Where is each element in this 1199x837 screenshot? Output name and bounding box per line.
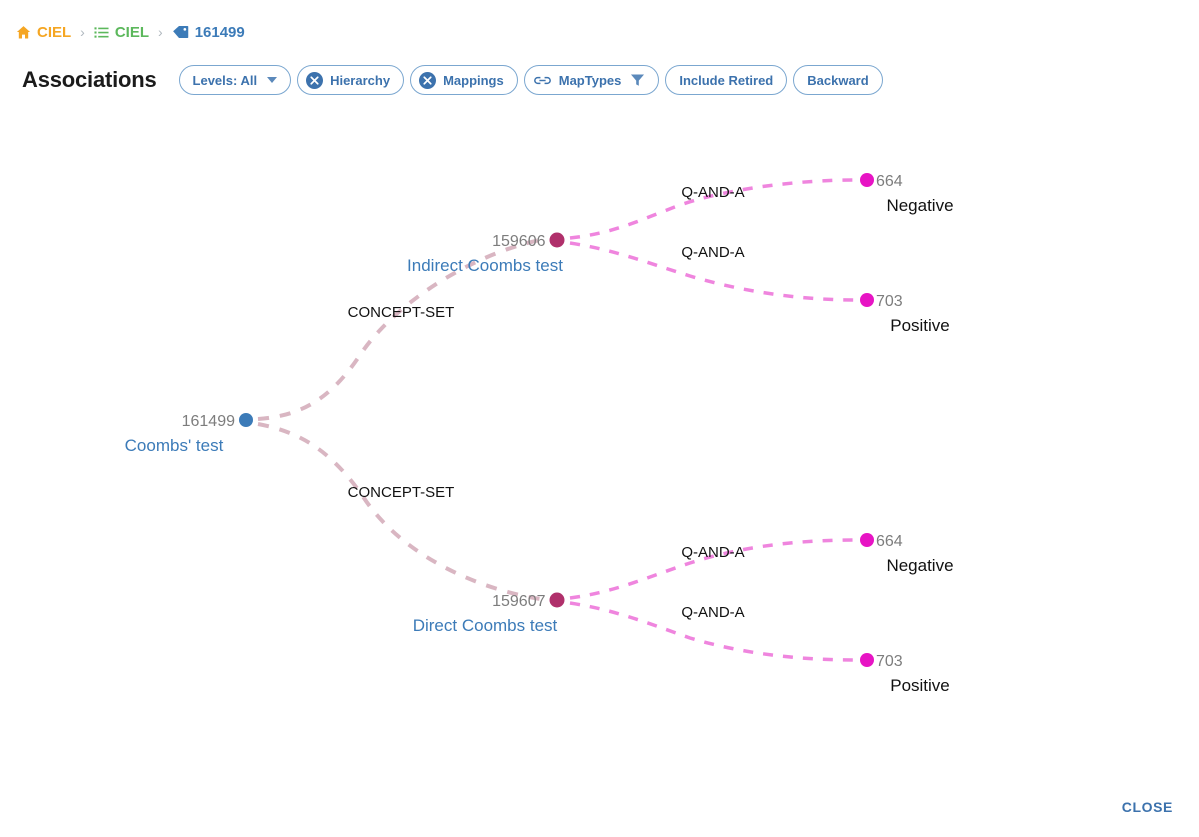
graph-edge bbox=[569, 241, 856, 302]
graph-edge-labels: CONCEPT-SET CONCEPT-SET Q-AND-A Q-AND-A Q-AN… bbox=[348, 184, 745, 621]
graph-node-label[interactable]: Coombs' test bbox=[125, 436, 224, 455]
maptypes-filter-chip[interactable]: MapTypes bbox=[523, 65, 660, 95]
mappings-chip-label: Mappings bbox=[443, 72, 504, 88]
graph-edge bbox=[257, 422, 541, 601]
edge-label: CONCEPT-SET bbox=[348, 304, 455, 321]
edge-label: CONCEPT-SET bbox=[348, 484, 455, 501]
list-icon bbox=[94, 25, 109, 40]
graph-edge bbox=[569, 601, 856, 662]
graph-node-dot[interactable] bbox=[860, 293, 874, 307]
hierarchy-chip-label: Hierarchy bbox=[330, 72, 391, 88]
graph-node-label: Negative bbox=[886, 196, 953, 215]
breadcrumb-separator-2: › bbox=[158, 24, 163, 40]
graph-node-id[interactable]: 159607 bbox=[492, 593, 545, 610]
edge-label: Q-AND-A bbox=[681, 604, 744, 621]
breadcrumb-item-home[interactable]: CIEL bbox=[16, 24, 71, 41]
hierarchy-filter-chip[interactable]: Hierarchy bbox=[297, 65, 405, 95]
graph-node-dot[interactable] bbox=[549, 232, 565, 248]
breadcrumb-separator: › bbox=[80, 24, 85, 40]
breadcrumb-label-source: CIEL bbox=[114, 23, 150, 41]
graph-node-label[interactable]: Indirect Coombs test bbox=[407, 256, 563, 275]
backward-chip[interactable]: Backward bbox=[793, 65, 883, 95]
backward-chip-label: Backward bbox=[807, 72, 869, 88]
graph-node-id[interactable]: 664 bbox=[876, 173, 903, 190]
close-button[interactable]: CLOSE bbox=[1114, 793, 1181, 821]
filter-icon[interactable] bbox=[630, 73, 645, 87]
graph-edges bbox=[257, 178, 856, 662]
graph-node-dot[interactable] bbox=[549, 592, 565, 608]
levels-dropdown[interactable]: Levels: All bbox=[178, 65, 292, 95]
breadcrumb: CIEL › CIEL › 161499 bbox=[16, 20, 245, 44]
graph-edge bbox=[569, 178, 856, 240]
breadcrumb-item-source[interactable]: CIEL bbox=[94, 24, 149, 41]
graph-node-id[interactable]: 161499 bbox=[182, 413, 235, 430]
graph-edge bbox=[257, 238, 541, 421]
page-title: Associations bbox=[22, 67, 157, 92]
edge-label: Q-AND-A bbox=[681, 544, 744, 561]
levels-dropdown-label: Levels: All bbox=[192, 72, 258, 88]
mappings-filter-chip[interactable]: Mappings bbox=[410, 65, 518, 95]
tag-icon bbox=[172, 24, 189, 40]
graph-node-id[interactable]: 664 bbox=[876, 533, 903, 550]
graph-node-dot[interactable] bbox=[860, 173, 874, 187]
breadcrumb-item-concept[interactable]: 161499 bbox=[172, 24, 245, 41]
graph-node-id[interactable]: 703 bbox=[876, 293, 903, 310]
graph-node-label: Positive bbox=[890, 316, 950, 335]
edge-label: Q-AND-A bbox=[681, 244, 744, 261]
graph-node-dot[interactable] bbox=[860, 533, 874, 547]
close-icon[interactable] bbox=[419, 71, 437, 89]
graph-node-dot[interactable] bbox=[860, 653, 874, 667]
maptypes-chip-label: MapTypes bbox=[558, 72, 622, 88]
home-icon bbox=[16, 25, 31, 40]
include-retired-chip[interactable]: Include Retired bbox=[665, 65, 788, 95]
graph-node-id[interactable]: 159606 bbox=[492, 233, 545, 250]
graph-node-id[interactable]: 703 bbox=[876, 653, 903, 670]
breadcrumb-label-home: CIEL bbox=[37, 23, 72, 41]
include-retired-chip-label: Include Retired bbox=[679, 72, 774, 88]
graph-node-label: Negative bbox=[886, 556, 953, 575]
close-icon[interactable] bbox=[306, 71, 324, 89]
graph-node-label[interactable]: Direct Coombs test bbox=[413, 616, 558, 635]
graph-node-dot[interactable] bbox=[239, 413, 253, 427]
link-icon bbox=[533, 74, 552, 87]
graph-edge bbox=[569, 538, 856, 600]
edge-label: Q-AND-A bbox=[681, 184, 744, 201]
associations-toolbar: Associations Levels: All Hierarchy Mappi… bbox=[22, 62, 1199, 98]
chevron-down-icon bbox=[267, 77, 278, 83]
graph-node-label: Positive bbox=[890, 676, 950, 695]
breadcrumb-label-concept: 161499 bbox=[194, 23, 245, 41]
